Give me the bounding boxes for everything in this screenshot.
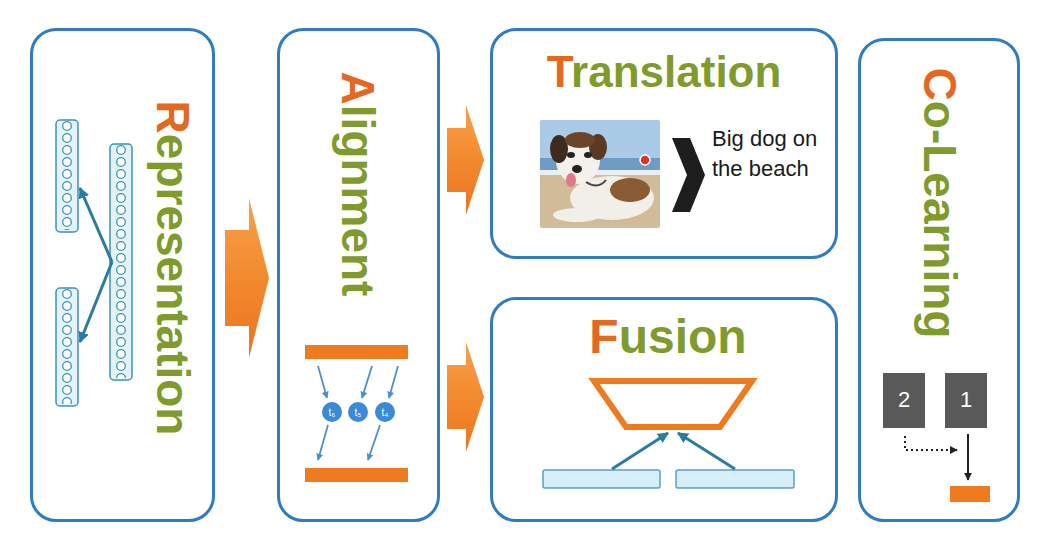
- model-number: 2: [898, 388, 910, 412]
- align-arrow: [318, 425, 328, 460]
- block-arrow: [447, 105, 484, 215]
- input-vector: [676, 470, 794, 488]
- section-title: Representation: [148, 101, 199, 436]
- representation-icon: [56, 120, 132, 406]
- section-panel: Fusion: [490, 297, 838, 522]
- alignment-icon: [305, 345, 408, 482]
- transfer-arrow: [905, 436, 957, 450]
- dog-patch: [610, 178, 650, 202]
- vector-column: [58, 120, 76, 230]
- section-title: Co-Learning: [915, 68, 966, 339]
- dog-legs: [553, 208, 601, 222]
- target-bar: [950, 486, 990, 502]
- dog-eye: [567, 152, 575, 158]
- section-panel: 2 1 Co-Learning: [858, 38, 1020, 522]
- fusion-arrow: [678, 433, 735, 469]
- model-number: 1: [960, 388, 972, 412]
- model-box: 2: [883, 373, 925, 428]
- dog-eye: [584, 152, 592, 158]
- mapping-arrow: [80, 262, 112, 342]
- block-arrow: [447, 342, 484, 452]
- model-box: 1: [945, 373, 987, 428]
- mapping-arrow: [80, 188, 112, 262]
- sequence-bar: [305, 345, 408, 359]
- fusion-trapezoid: [594, 381, 752, 427]
- dog-crown: [565, 132, 595, 148]
- dog-tongue: [566, 173, 576, 187]
- vector-column: [58, 288, 76, 404]
- colearning-icon: [905, 434, 990, 502]
- token-circle: t₆: [322, 402, 342, 422]
- token-circle: t₄: [375, 402, 395, 422]
- section-panel: t₆ t₅ t₄ Alignment: [277, 28, 440, 522]
- section-title: Fusion: [589, 311, 746, 364]
- dog-photo: [540, 120, 660, 228]
- token-label: t₆: [329, 407, 336, 418]
- down-arrow: [967, 434, 969, 480]
- section-panel: TranslationBig dog on the beach: [490, 28, 838, 259]
- section-panel: Representation: [30, 28, 215, 522]
- token-circle: t₅: [348, 402, 368, 422]
- sequence-bar: [305, 468, 408, 482]
- fusion-arrow: [612, 433, 668, 469]
- vector-column: [110, 144, 132, 380]
- chevron-arrow: [672, 138, 705, 212]
- vector-column: [56, 288, 78, 406]
- sand: [540, 175, 660, 228]
- vector-column: [56, 120, 78, 232]
- align-arrow: [368, 425, 380, 460]
- block-arrow: [225, 198, 269, 358]
- align-arrow: [318, 366, 327, 398]
- section-title: Alignment: [333, 72, 384, 297]
- dog-collar: [586, 180, 606, 186]
- section-title: Translation: [547, 48, 782, 96]
- input-vector: [543, 470, 660, 488]
- align-arrow: [389, 366, 398, 398]
- dog-nose: [572, 165, 582, 173]
- fusion-icon: [543, 381, 794, 488]
- token-label: t₄: [382, 407, 389, 418]
- align-arrow: [362, 366, 372, 398]
- pointer-dot: [640, 155, 650, 165]
- token-label: t₅: [355, 407, 362, 418]
- vector-column: [112, 144, 130, 378]
- caption-text: Big dog on the beach: [712, 124, 824, 183]
